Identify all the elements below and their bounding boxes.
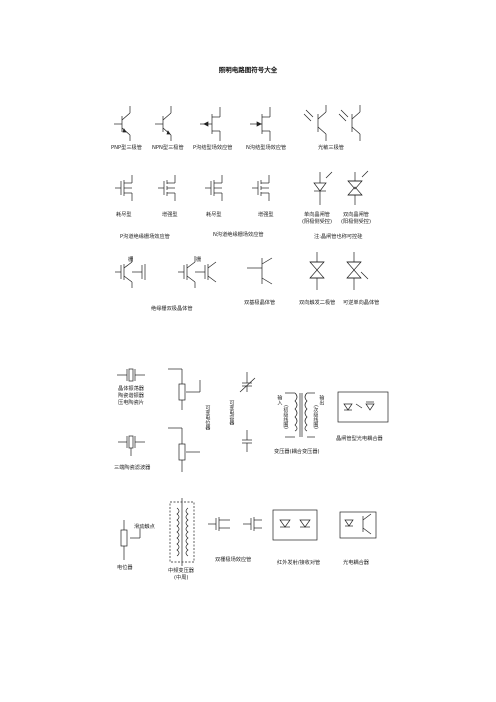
label-thyristor-note: 注:晶闸管也称可控硅: [314, 234, 363, 240]
label-igbt: 绝缘栅双极晶体管: [151, 306, 193, 312]
label-reverse-thyristor: 可逆单向晶体管: [343, 300, 380, 306]
label-variable-capacitor: 可变电容器: [228, 400, 235, 425]
dual-gate-mosfet-symbol: [208, 517, 262, 531]
label-transformer-secondary: (次级线圈): [312, 405, 319, 429]
potentiometer-symbol: [120, 520, 141, 560]
label-crystal-3: 压电陶瓷片: [118, 400, 144, 406]
photocoupler-symbol: [339, 511, 377, 539]
igbt-symbol-1: [115, 256, 146, 288]
pnp-transistor-symbol: [114, 106, 131, 141]
diac-symbol: [309, 252, 325, 290]
label-depletion-right: 耗尽型: [206, 212, 222, 218]
label-potentiometer: 电位器: [117, 565, 133, 571]
photo-thyristor-1: [313, 171, 333, 205]
phototransistor-symbol-1: [303, 105, 327, 141]
label-photo-thyristor-2: 双向晶闸管: [343, 212, 369, 218]
label-optocoupler: 晶闸管型光电耦合器: [336, 436, 383, 442]
if-transformer-symbol: [169, 498, 195, 566]
label-p-channel-mosfet: P沟道绝缘栅场效应管: [120, 234, 170, 240]
label-dual-gate-mosfet: 双栅极场效应管: [215, 557, 252, 563]
label-photo-thyristor-2-sub: (阳极侧受控): [341, 219, 371, 225]
label-phototransistor: 光敏三极管: [318, 145, 344, 151]
photo-thyristor-2: [347, 170, 369, 205]
label-ir-pair: 红外发射/接收对管: [277, 560, 321, 566]
page-title: 照明电路图符号大全: [218, 66, 278, 74]
label-npn-transistor: NPN型三极管: [152, 145, 184, 151]
label-photo-thyristor-1-sub: (阴极侧受控): [302, 219, 332, 225]
triac-symbol: [346, 252, 369, 290]
label-enhancement-right: 增强型: [258, 212, 274, 218]
mosfet-enhancement-n: [252, 175, 270, 201]
unijunction-symbol: [247, 257, 273, 285]
ceramic-filter-symbol: [118, 435, 145, 456]
optocoupler-thyristor-symbol: [337, 391, 389, 423]
npn-transistor-symbol: [155, 106, 172, 141]
label-enhancement-left: 增强型: [162, 212, 178, 218]
label-transformer-output: 输出: [318, 395, 325, 405]
n-jfet-symbol: [250, 107, 271, 141]
variable-resistor-symbol: [168, 368, 201, 410]
label-photocoupler: 光电耦合器: [343, 560, 369, 566]
label-transformer: 变压器(耦合变压器): [274, 449, 320, 455]
label-n-channel-mosfet: N沟道绝缘栅场效应管: [213, 232, 264, 238]
label-transformer-input: 输入: [276, 395, 283, 405]
transformer-symbol: [285, 392, 315, 438]
ir-pair-symbol: [272, 509, 318, 541]
label-gate-2: 栅: [196, 257, 202, 263]
label-gate-1: 栅: [128, 257, 134, 263]
mosfet-enhancement-p: [158, 175, 176, 201]
label-crystal-1: 晶体振荡器: [118, 386, 144, 392]
crystal-symbol: [117, 368, 145, 382]
label-photo-thyristor-1: 单向晶闸管: [304, 212, 330, 218]
mosfet-depletion-n: [205, 175, 223, 201]
label-unijunction: 双基极晶体管: [244, 300, 276, 306]
label-n-jfet: N沟结型场效应管: [246, 145, 287, 151]
label-variable-resistor: 可变电位器: [204, 405, 211, 430]
label-if-transformer-sub: (中周): [174, 575, 189, 581]
label-depletion-left: 耗尽型: [116, 212, 132, 218]
mosfet-depletion-p: [115, 175, 133, 201]
label-if-transformer: 中频变压器: [168, 568, 194, 574]
label-p-jfet: P沟结型场效应管: [193, 145, 233, 151]
label-ceramic-filter: 三端陶瓷滤波器: [114, 465, 151, 471]
label-crystal-2: 陶瓷谐振器: [118, 393, 144, 399]
label-pnp-transistor: PNP型三极管: [111, 145, 142, 151]
variable-resistor-symbol-2: [168, 427, 200, 472]
label-diac: 双向触发二极管: [299, 300, 336, 306]
p-jfet-symbol: [200, 107, 221, 141]
igbt-symbol-2: [178, 256, 217, 288]
label-sliding-contact: 滑动触点: [134, 524, 155, 530]
phototransistor-symbol-2: [338, 105, 361, 141]
variable-capacitor-symbol: [239, 372, 256, 452]
label-transformer-primary: (初级线圈): [282, 405, 289, 429]
